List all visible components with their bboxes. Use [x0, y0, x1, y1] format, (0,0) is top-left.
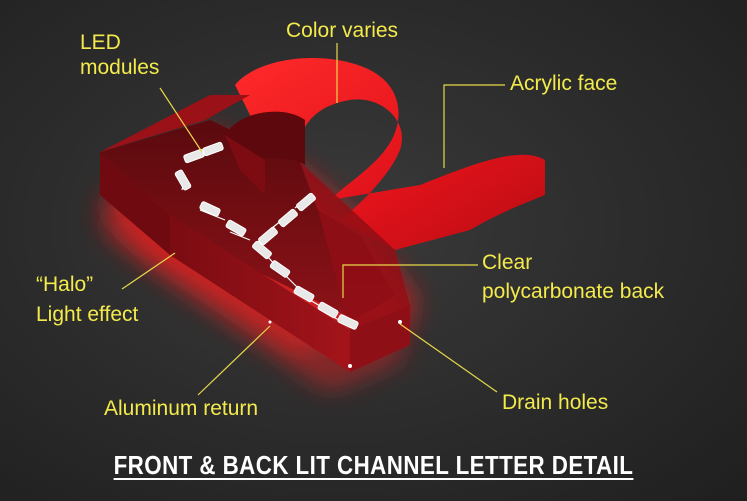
aluminum-return-label: Aluminum return: [104, 396, 258, 422]
led-modules-label: LED modules: [80, 30, 159, 80]
page-title: FRONT & BACK LIT CHANNEL LETTER DETAIL: [52, 450, 694, 481]
leader-drain-holes: [400, 324, 497, 392]
leader-acrylic-face: [444, 85, 505, 168]
acrylic-face-label: Acrylic face: [510, 71, 617, 97]
drain-holes-label: Drain holes: [502, 390, 608, 416]
color-varies-label: Color varies: [286, 18, 398, 44]
clear-back-label: Clear polycarbonate back: [482, 248, 664, 306]
halo-label: “Halo” Light effect: [36, 270, 138, 330]
leader-aluminum-return: [198, 326, 270, 395]
